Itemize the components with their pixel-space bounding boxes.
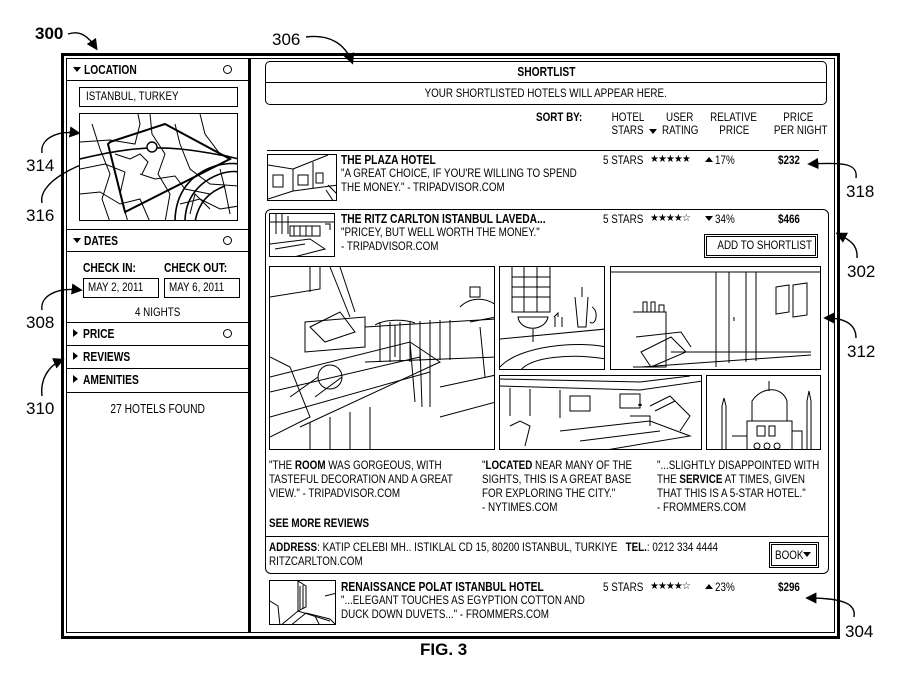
hotel-quote-line2: THE MONEY." - TRIPADVISOR.COM	[341, 179, 505, 194]
hotel-expanded-card: THE RITZ CARLTON ISTANBUL LAVEDA... "PRI…	[265, 209, 829, 574]
sort-descending-icon	[649, 129, 657, 134]
price-per-night: $296	[778, 580, 800, 594]
ref-308: 308	[26, 313, 55, 332]
price-down-icon	[705, 216, 713, 221]
hotel-star-class: 5 STARS	[603, 580, 644, 594]
ref-312: 312	[847, 342, 876, 361]
price-per-night: $466	[778, 212, 800, 226]
hotel-photo[interactable]	[706, 375, 821, 450]
check-out-date-input[interactable]: MAY 6, 2011	[164, 278, 240, 298]
leader-302	[835, 232, 858, 259]
dates-section-header[interactable]: DATES	[67, 230, 248, 252]
sort-user-rating[interactable]: USER RATING	[661, 110, 699, 137]
shortlist-title: SHORTLIST	[516, 65, 576, 79]
ref-314: 314	[26, 156, 55, 175]
location-section-header[interactable]: LOCATION	[67, 59, 248, 81]
nights-count: 4 NIGHTS	[134, 305, 181, 319]
hotel-quote-line2: DUCK DOWN DUVETS..." - FROMMERS.COM	[341, 606, 549, 621]
price-up-icon	[705, 584, 713, 589]
reset-radio-icon[interactable]	[223, 236, 232, 245]
hotel-star-class: 5 STARS	[603, 212, 644, 226]
hotel-star-class: 5 STARS	[603, 153, 644, 167]
shortlist-box: SHORTLIST YOUR SHORTLISTED HOTELS WILL A…	[265, 61, 827, 105]
price-per-night: $232	[778, 153, 800, 167]
price-label: PRICE	[83, 327, 115, 341]
price-up-icon	[705, 157, 713, 162]
reset-radio-icon[interactable]	[223, 65, 232, 74]
ref-316: 316	[26, 206, 55, 225]
search-area-polygon	[106, 122, 233, 214]
sort-by-label: SORT BY:	[536, 110, 583, 124]
hotel-quote-line1: "A GREAT CHOICE, IF YOU'RE WILLING TO SP…	[341, 166, 577, 180]
add-to-shortlist-button[interactable]: ADD TO SHORTLIST	[704, 234, 818, 258]
ref-304: 304	[845, 622, 874, 641]
hotel-name[interactable]: THE RITZ CARLTON ISTANBUL LAVEDA...	[341, 212, 546, 226]
check-in-label: CHECK IN:	[83, 261, 136, 275]
hotel-name[interactable]: THE PLAZA HOTEL	[341, 153, 436, 167]
hotel-quote-line1: "PRICEY, BUT WELL WORTH THE MONEY."	[341, 225, 540, 239]
ref-306: 306	[272, 30, 301, 49]
review-snippet: "...SLIGHTLY DISAPPOINTED WITH THE SERVI…	[657, 458, 820, 514]
see-more-reviews-link[interactable]: SEE MORE REVIEWS	[269, 516, 370, 530]
figure-caption: FIG. 3	[420, 640, 468, 659]
user-rating-stars: ★★★★★	[650, 154, 691, 165]
price-section-header[interactable]: PRICE	[67, 322, 248, 346]
reviews-section-header[interactable]: REVIEWS	[67, 346, 248, 369]
amenities-label: AMENITIES	[83, 373, 139, 387]
app-window-inner-border	[66, 58, 835, 633]
hotel-thumbnail[interactable]	[269, 213, 335, 257]
hotel-quote-line1: "...ELEGANT TOUCHES AS EGYPTION COTTON A…	[341, 593, 585, 607]
hotel-photo[interactable]	[499, 375, 702, 450]
leader-300	[67, 32, 98, 51]
map-image	[80, 114, 237, 220]
reviews-label: REVIEWS	[83, 350, 131, 364]
user-rating-stars: ★★★★☆	[650, 581, 691, 592]
relative-price: 34%	[715, 212, 735, 226]
map-pin-icon	[146, 141, 158, 153]
hotel-list-item[interactable]: THE PLAZA HOTEL "A GREAT CHOICE, IF YOU'…	[253, 151, 832, 207]
expand-triangle-icon	[73, 352, 78, 360]
dates-label: DATES	[84, 234, 118, 248]
user-rating-stars: ★★★★☆	[650, 213, 691, 224]
sort-relative-price[interactable]: RELATIVE PRICE	[710, 110, 758, 137]
hotel-photo-large[interactable]	[269, 266, 495, 450]
sort-hotel-stars[interactable]: HOTEL STARS	[611, 110, 645, 137]
leader-310	[41, 358, 65, 397]
dropdown-caret-icon	[803, 552, 812, 557]
sort-price-per-night[interactable]: PRICE PER NIGHT	[773, 110, 828, 137]
hotel-list-item[interactable]: RENAISSANCE POLAT ISTANBUL HOTEL "...ELE…	[253, 577, 832, 632]
reset-radio-icon[interactable]	[223, 329, 232, 338]
hotel-quote-line2: - TRIPADVISOR.COM	[341, 238, 439, 253]
hotel-photo[interactable]	[610, 266, 821, 370]
app-window-outer-border	[61, 53, 840, 639]
hotel-website-link[interactable]: RITZCARLTON.COM	[269, 554, 363, 568]
hotel-thumbnail[interactable]	[267, 154, 337, 201]
check-in-date-input[interactable]: MAY 2, 2011	[83, 278, 159, 298]
ref-310: 310	[26, 399, 55, 418]
hotel-address: ADDRESS: KATIP CELEBI MH.. ISTIKLAL CD 1…	[269, 540, 719, 568]
ref-302: 302	[847, 262, 876, 281]
amenities-section-header[interactable]: AMENITIES	[67, 369, 248, 393]
relative-price: 23%	[715, 580, 735, 594]
expand-triangle-icon	[73, 375, 78, 383]
shortlist-empty-message: YOUR SHORTLISTED HOTELS WILL APPEAR HERE…	[424, 86, 668, 100]
review-snippet: "THE ROOM WAS GORGEOUS, WITH TASTEFUL DE…	[269, 458, 453, 500]
location-map[interactable]	[79, 113, 238, 221]
book-dropdown-button[interactable]: BOOK	[769, 542, 819, 568]
results-count: 27 HOTELS FOUND	[110, 402, 205, 416]
hotel-thumbnail[interactable]	[269, 580, 336, 625]
location-label: LOCATION	[84, 63, 137, 77]
hotel-name[interactable]: RENAISSANCE POLAT ISTANBUL HOTEL	[341, 580, 544, 594]
ref-300: 300	[35, 24, 64, 43]
location-input[interactable]: ISTANBUL, TURKEY	[79, 87, 238, 107]
results-panel: SHORTLIST YOUR SHORTLISTED HOTELS WILL A…	[253, 59, 832, 632]
filter-sidebar: LOCATION ISTANBUL, TURKEY	[67, 59, 251, 632]
collapse-triangle-icon	[73, 238, 81, 243]
collapse-triangle-icon	[73, 67, 81, 72]
review-snippet: "LOCATED NEAR MANY OF THE SIGHTS, THIS I…	[482, 458, 633, 514]
expand-triangle-icon	[73, 329, 78, 337]
hotel-photo[interactable]	[499, 266, 605, 370]
ref-318: 318	[846, 182, 875, 201]
check-out-label: CHECK OUT:	[164, 261, 228, 275]
